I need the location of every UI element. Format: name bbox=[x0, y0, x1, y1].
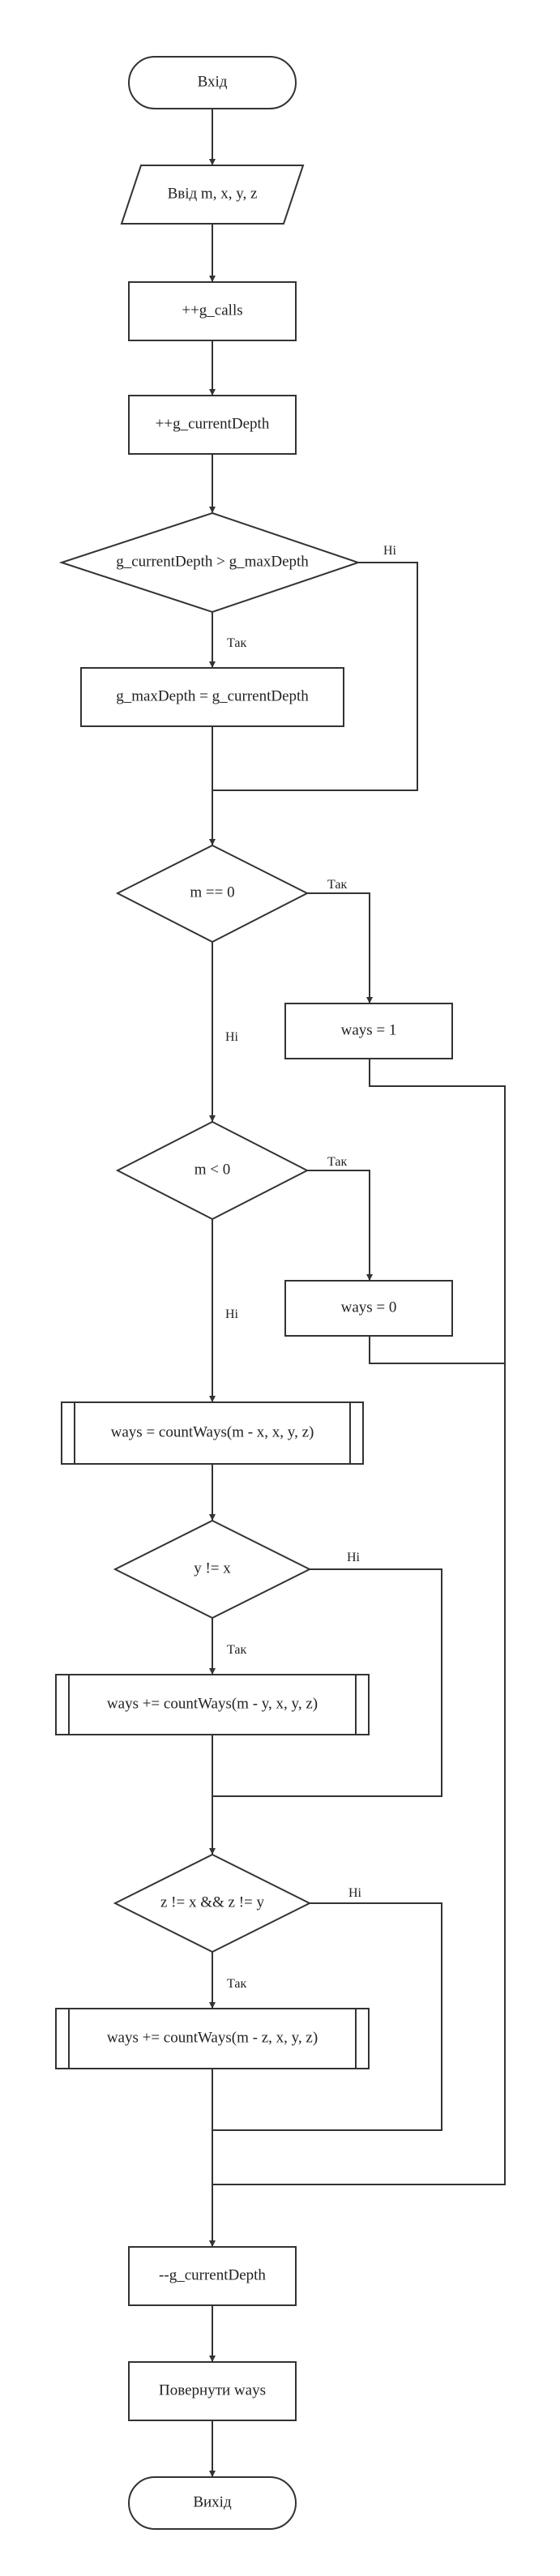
node-input: Ввід m, x, y, z bbox=[120, 165, 305, 225]
node-call-z: ways += countWays(m - z, x, y, z) bbox=[55, 2008, 370, 2069]
node-input-label: Ввід m, x, y, z bbox=[168, 185, 258, 202]
edge-cond-no-bypass bbox=[212, 562, 418, 791]
node-cond-z-ne: z != x && z != y bbox=[113, 1853, 312, 1953]
node-cond-m-neg: m < 0 bbox=[115, 1120, 310, 1221]
edge-label-yes-mzero: Так bbox=[327, 878, 347, 892]
node-call-y-label: ways += countWays(m - y, x, y, z) bbox=[107, 1695, 318, 1712]
node-cond-m-zero: m == 0 bbox=[115, 844, 310, 944]
edge-labels: Ні Так Так Ні Так Ні Ні Так Ні Так bbox=[225, 544, 397, 1991]
node-set-max: g_maxDepth = g_currentDepth bbox=[80, 667, 344, 727]
edge-condz-no-bypass bbox=[212, 1902, 442, 2131]
node-start-label: Вхід bbox=[198, 73, 228, 90]
node-return-label: Повернути ways bbox=[159, 2381, 266, 2398]
edge-mzero-yes bbox=[307, 892, 373, 1003]
edge-label-no-mneg: Ні bbox=[225, 1307, 239, 1321]
edge-label-no-mzero: Ні bbox=[225, 1030, 239, 1044]
edge-waysone-out bbox=[212, 1059, 506, 2185]
node-start: Вхід bbox=[128, 56, 297, 109]
node-cond-y-ne-x-label: y != x bbox=[194, 1560, 231, 1577]
node-call-x: ways = countWays(m - x, x, y, z) bbox=[61, 1401, 364, 1465]
node-cond-z-ne-label: z != x && z != y bbox=[160, 1893, 265, 1911]
node-set-max-label: g_maxDepth = g_currentDepth bbox=[116, 687, 309, 704]
node-call-y: ways += countWays(m - y, x, y, z) bbox=[55, 1674, 370, 1735]
edge-label-no-condz: Ні bbox=[348, 1886, 362, 1900]
node-inc-calls-label: ++g_calls bbox=[182, 302, 242, 319]
node-cond-m-zero-label: m == 0 bbox=[190, 884, 234, 901]
node-return: Повернути ways bbox=[128, 2361, 297, 2421]
node-call-z-label: ways += countWays(m - z, x, y, z) bbox=[107, 2029, 318, 2046]
node-cond-m-neg-label: m < 0 bbox=[195, 1161, 231, 1178]
node-inc-depth-label: ++g_currentDepth bbox=[156, 415, 270, 432]
node-dec-depth-label: --g_currentDepth bbox=[159, 2266, 266, 2283]
node-call-x-label: ways = countWays(m - x, x, y, z) bbox=[111, 1423, 314, 1440]
node-dec-depth: --g_currentDepth bbox=[128, 2246, 297, 2306]
node-ways-zero-label: ways = 0 bbox=[341, 1299, 397, 1316]
edge-mneg-yes bbox=[307, 1170, 373, 1281]
edge-label-no-depth: Ні bbox=[383, 544, 397, 558]
node-ways-one-label: ways = 1 bbox=[341, 1021, 397, 1038]
edge-condy-no-bypass bbox=[212, 1568, 442, 1797]
edge-label-yes-condz: Так bbox=[227, 1977, 246, 1991]
node-ways-zero: ways = 0 bbox=[284, 1280, 453, 1337]
node-end: Вихід bbox=[128, 2476, 297, 2530]
node-cond-depth-label: g_currentDepth > g_maxDepth bbox=[116, 553, 309, 570]
edges bbox=[209, 109, 506, 2477]
node-inc-depth: ++g_currentDepth bbox=[128, 395, 297, 455]
edge-label-no-condy: Ні bbox=[347, 1551, 361, 1564]
node-ways-one: ways = 1 bbox=[284, 1003, 453, 1059]
node-cond-depth: g_currentDepth > g_maxDepth bbox=[58, 511, 361, 614]
edge-label-yes-depth: Так bbox=[227, 636, 246, 650]
node-inc-calls: ++g_calls bbox=[128, 281, 297, 341]
edge-wayszero-out bbox=[369, 1336, 505, 1364]
edge-label-yes-mneg: Так bbox=[327, 1155, 347, 1169]
node-end-label: Вихід bbox=[193, 2493, 232, 2510]
node-cond-y-ne-x: y != x bbox=[113, 1519, 312, 1620]
edge-label-yes-condy: Так bbox=[227, 1643, 246, 1657]
